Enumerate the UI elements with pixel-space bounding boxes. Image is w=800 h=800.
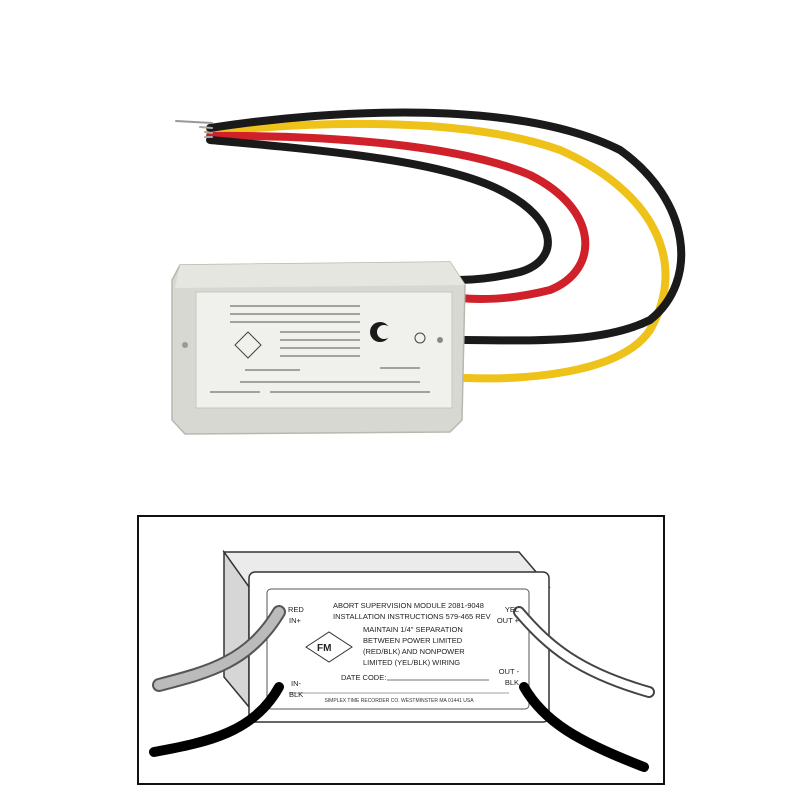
warning-line-2: BETWEEN POWER LIMITED <box>363 636 463 645</box>
module-title: ABORT SUPERVISION MODULE 2081-9048 <box>333 601 484 610</box>
module-photo <box>171 108 686 435</box>
in-blk-label: BLK <box>289 690 304 699</box>
out-minus-label: OUT - <box>498 667 519 676</box>
black-wire-inner <box>206 136 552 284</box>
fm-logo-text: FM <box>317 643 332 654</box>
manufacturer-footer: SIMPLEX TIME RECORDER CO. WESTMINSTER MA… <box>324 698 474 704</box>
warning-line-4: LIMITED (YEL/BLK) WIRING <box>363 658 461 667</box>
warning-line-1: MAINTAIN 1/4" SEPARATION <box>363 625 463 634</box>
black-wire-left <box>149 682 284 757</box>
black-wire-outer <box>206 108 686 345</box>
fm-diamond-icon <box>234 331 262 359</box>
warning-line-3: (RED/BLK) AND NONPOWER <box>363 647 465 656</box>
instructions-title: INSTALLATION INSTRUCTIONS 579-465 REV <box>333 612 491 621</box>
module-housing <box>171 261 466 435</box>
yel-out-label: YEL <box>504 605 519 614</box>
in-minus-label: IN- <box>291 679 301 688</box>
out-blk-label: BLK <box>504 678 519 687</box>
red-in-label: RED <box>288 605 304 614</box>
red-wire <box>206 131 590 304</box>
yellow-wire <box>206 119 670 383</box>
date-code-label: DATE CODE: <box>341 673 387 682</box>
red-in-polarity: IN+ <box>289 616 301 625</box>
wire-bundle <box>175 108 686 383</box>
fm-diamond-diagram-icon <box>305 631 353 663</box>
black-wire-right <box>519 682 649 772</box>
installation-diagram: ABORT SUPERVISION MODULE 2081-9048 INSTA… <box>137 515 665 785</box>
diagram-label-plate <box>266 588 530 710</box>
yel-out-polarity: OUT + <box>496 616 519 625</box>
